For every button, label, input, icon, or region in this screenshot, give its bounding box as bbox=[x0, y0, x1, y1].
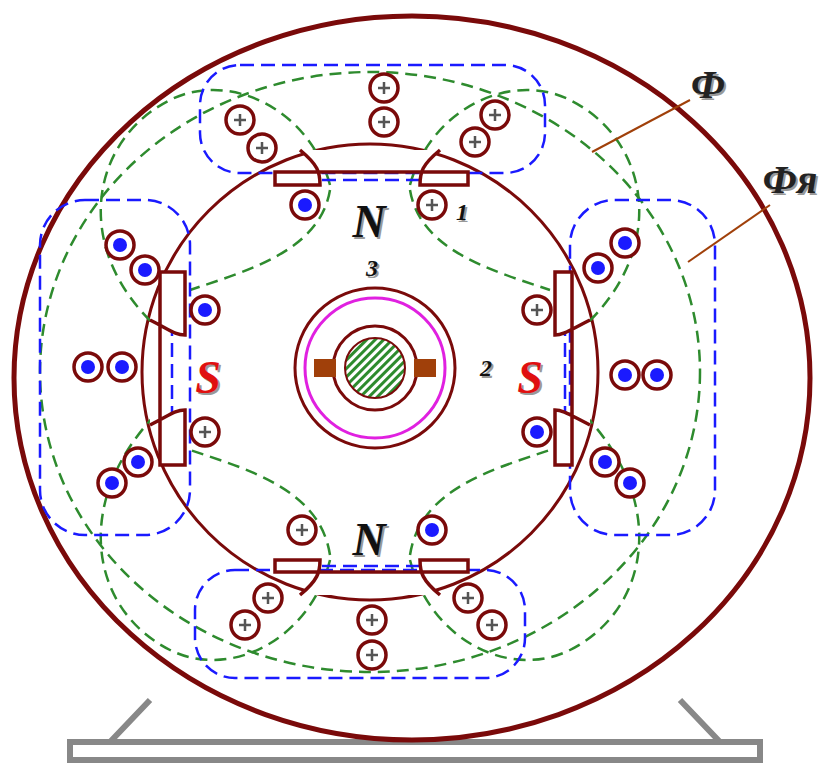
current-out bbox=[131, 455, 145, 469]
conductor bbox=[226, 106, 254, 134]
conductor bbox=[418, 191, 446, 219]
current-out bbox=[138, 263, 152, 277]
leaders bbox=[592, 100, 770, 262]
current-out bbox=[650, 368, 664, 382]
current-out bbox=[105, 476, 119, 490]
flux-label: Фя bbox=[763, 160, 818, 200]
conductor bbox=[108, 353, 136, 381]
conductor bbox=[191, 418, 219, 446]
current-in bbox=[426, 199, 438, 211]
conductor bbox=[461, 128, 489, 156]
conductor bbox=[370, 74, 398, 102]
current-in bbox=[486, 619, 498, 631]
current-out bbox=[113, 238, 127, 252]
current-in bbox=[366, 649, 378, 661]
current-out bbox=[530, 425, 544, 439]
armature-flux bbox=[40, 65, 715, 678]
current-out bbox=[591, 261, 605, 275]
callout-number: 3 bbox=[366, 256, 378, 280]
conductor bbox=[611, 361, 639, 389]
current-in bbox=[462, 592, 474, 604]
conductor bbox=[254, 584, 282, 612]
conductor bbox=[358, 606, 386, 634]
conductor bbox=[370, 108, 398, 136]
conductor bbox=[248, 134, 276, 162]
conductor bbox=[358, 641, 386, 669]
conductor bbox=[616, 469, 644, 497]
current-out bbox=[81, 360, 95, 374]
conductor bbox=[106, 231, 134, 259]
current-out bbox=[198, 303, 212, 317]
pole-letter: N bbox=[352, 199, 385, 245]
conductor bbox=[131, 256, 159, 284]
current-in bbox=[366, 614, 378, 626]
current-in bbox=[469, 136, 481, 148]
current-in bbox=[378, 82, 390, 94]
commutator bbox=[295, 288, 455, 448]
current-in bbox=[239, 619, 251, 631]
conductor bbox=[454, 584, 482, 612]
conductor bbox=[418, 516, 446, 544]
conductor bbox=[124, 448, 152, 476]
current-out bbox=[618, 368, 632, 382]
pole-letter: S bbox=[517, 355, 543, 401]
current-in bbox=[296, 524, 308, 536]
yoke-inner bbox=[142, 144, 598, 600]
current-out bbox=[623, 476, 637, 490]
frame bbox=[14, 16, 810, 740]
current-out bbox=[298, 198, 312, 212]
current-in bbox=[531, 304, 543, 316]
current-out bbox=[618, 236, 632, 250]
conductor bbox=[191, 296, 219, 324]
conductor bbox=[74, 353, 102, 381]
pole-letter: N bbox=[352, 517, 385, 563]
conductor bbox=[231, 611, 259, 639]
current-in bbox=[199, 426, 211, 438]
conductor bbox=[98, 469, 126, 497]
callout-number: 1 bbox=[456, 200, 468, 224]
current-out bbox=[115, 360, 129, 374]
poles bbox=[150, 150, 590, 595]
pole-letter: S bbox=[195, 355, 221, 401]
current-out bbox=[425, 523, 439, 537]
current-in bbox=[378, 116, 390, 128]
conductor bbox=[611, 229, 639, 257]
conductor bbox=[523, 296, 551, 324]
current-in bbox=[262, 592, 274, 604]
current-in bbox=[489, 109, 501, 121]
conductor bbox=[584, 254, 612, 282]
conductor bbox=[481, 101, 509, 129]
current-in bbox=[234, 114, 246, 126]
current-in bbox=[256, 142, 268, 154]
conductor bbox=[291, 191, 319, 219]
current-out bbox=[598, 455, 612, 469]
field-flux bbox=[40, 72, 700, 672]
conductor bbox=[591, 448, 619, 476]
conductor bbox=[288, 516, 316, 544]
conductors bbox=[74, 74, 671, 669]
flux-label: Ф bbox=[691, 65, 725, 105]
conductor bbox=[478, 611, 506, 639]
conductor bbox=[643, 361, 671, 389]
conductor bbox=[523, 418, 551, 446]
callout-number: 2 bbox=[480, 356, 492, 380]
